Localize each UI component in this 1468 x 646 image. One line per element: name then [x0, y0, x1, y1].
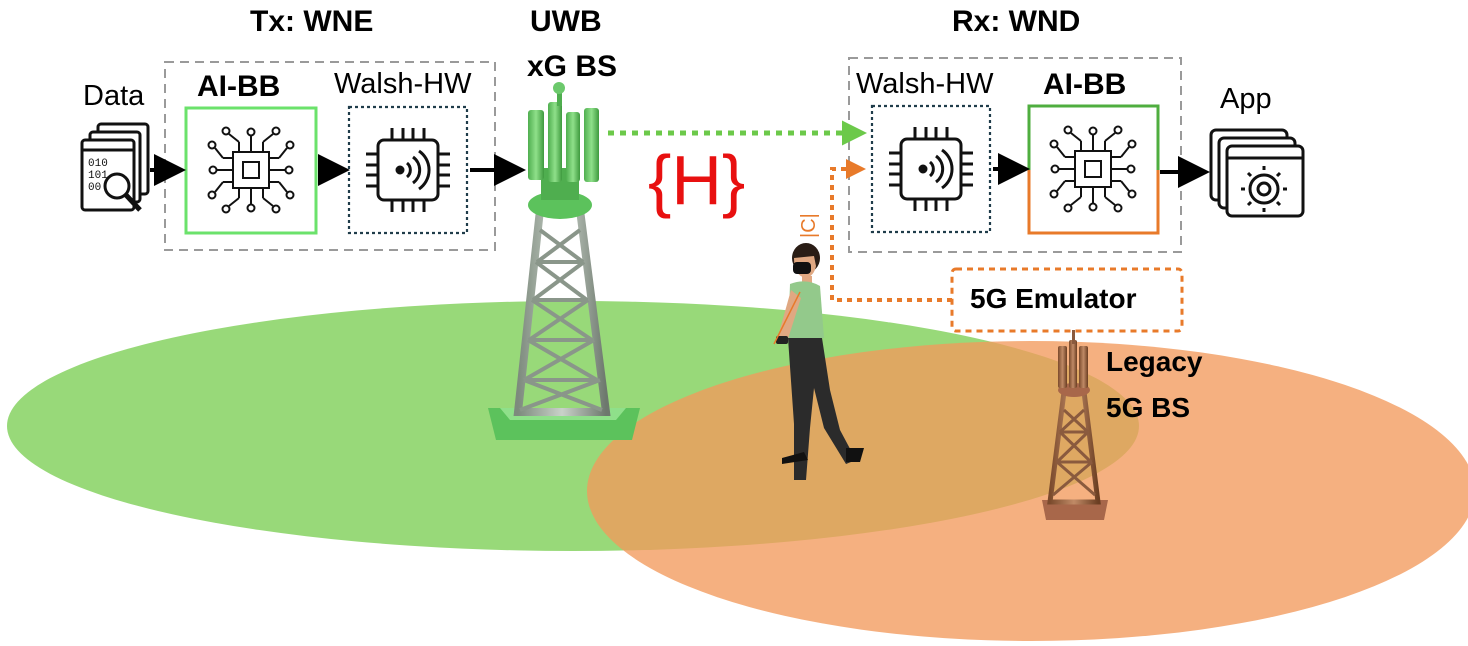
- ai-chip-icon: [1049, 125, 1137, 213]
- interference-arrow: [830, 159, 952, 302]
- emulator-box: [950, 267, 1184, 333]
- interference-label: |C|: [798, 213, 820, 238]
- svg-text:00: 00: [88, 182, 101, 194]
- legacy-label-line2: 5G BS: [1106, 392, 1191, 423]
- rx-title: Rx: WND: [952, 5, 1081, 38]
- tx-walsh-label: Walsh-HW: [334, 68, 472, 100]
- wireless-chip-icon: [889, 127, 973, 211]
- app-label: App: [1220, 83, 1272, 115]
- flow-arrows: [150, 153, 1210, 188]
- tx-title: Tx: WNE: [250, 5, 374, 38]
- channel-label: {H}: [648, 141, 746, 219]
- tx-aibb-label: AI-BB: [197, 70, 281, 103]
- bs-title-line2: xG BS: [527, 50, 618, 83]
- svg-text:101: 101: [88, 170, 108, 182]
- rx-aibb-label: AI-BB: [1043, 68, 1127, 101]
- data-search-icon: 010 101 00: [80, 122, 150, 212]
- rx-wnd-container: [848, 57, 1182, 253]
- legacy-coverage-area: [587, 341, 1468, 641]
- person-icon: [773, 243, 864, 480]
- cell-tower-icon: [488, 82, 640, 440]
- rx-walsh-label: Walsh-HW: [856, 68, 994, 100]
- bs-title-line1: UWB: [530, 5, 602, 38]
- data-label: Data: [83, 80, 145, 112]
- app-settings-icon: [1209, 128, 1305, 218]
- legacy-label-line1: Legacy: [1106, 346, 1203, 377]
- cell-tower-icon: [1042, 330, 1108, 520]
- svg-text:010: 010: [88, 158, 108, 170]
- emulator-label: 5G Emulator: [970, 283, 1137, 314]
- tx-walsh-box: [347, 105, 469, 235]
- ai-chip-icon: [207, 126, 295, 214]
- wireless-chip-icon: [366, 128, 450, 212]
- rx-walsh-box: [870, 104, 992, 234]
